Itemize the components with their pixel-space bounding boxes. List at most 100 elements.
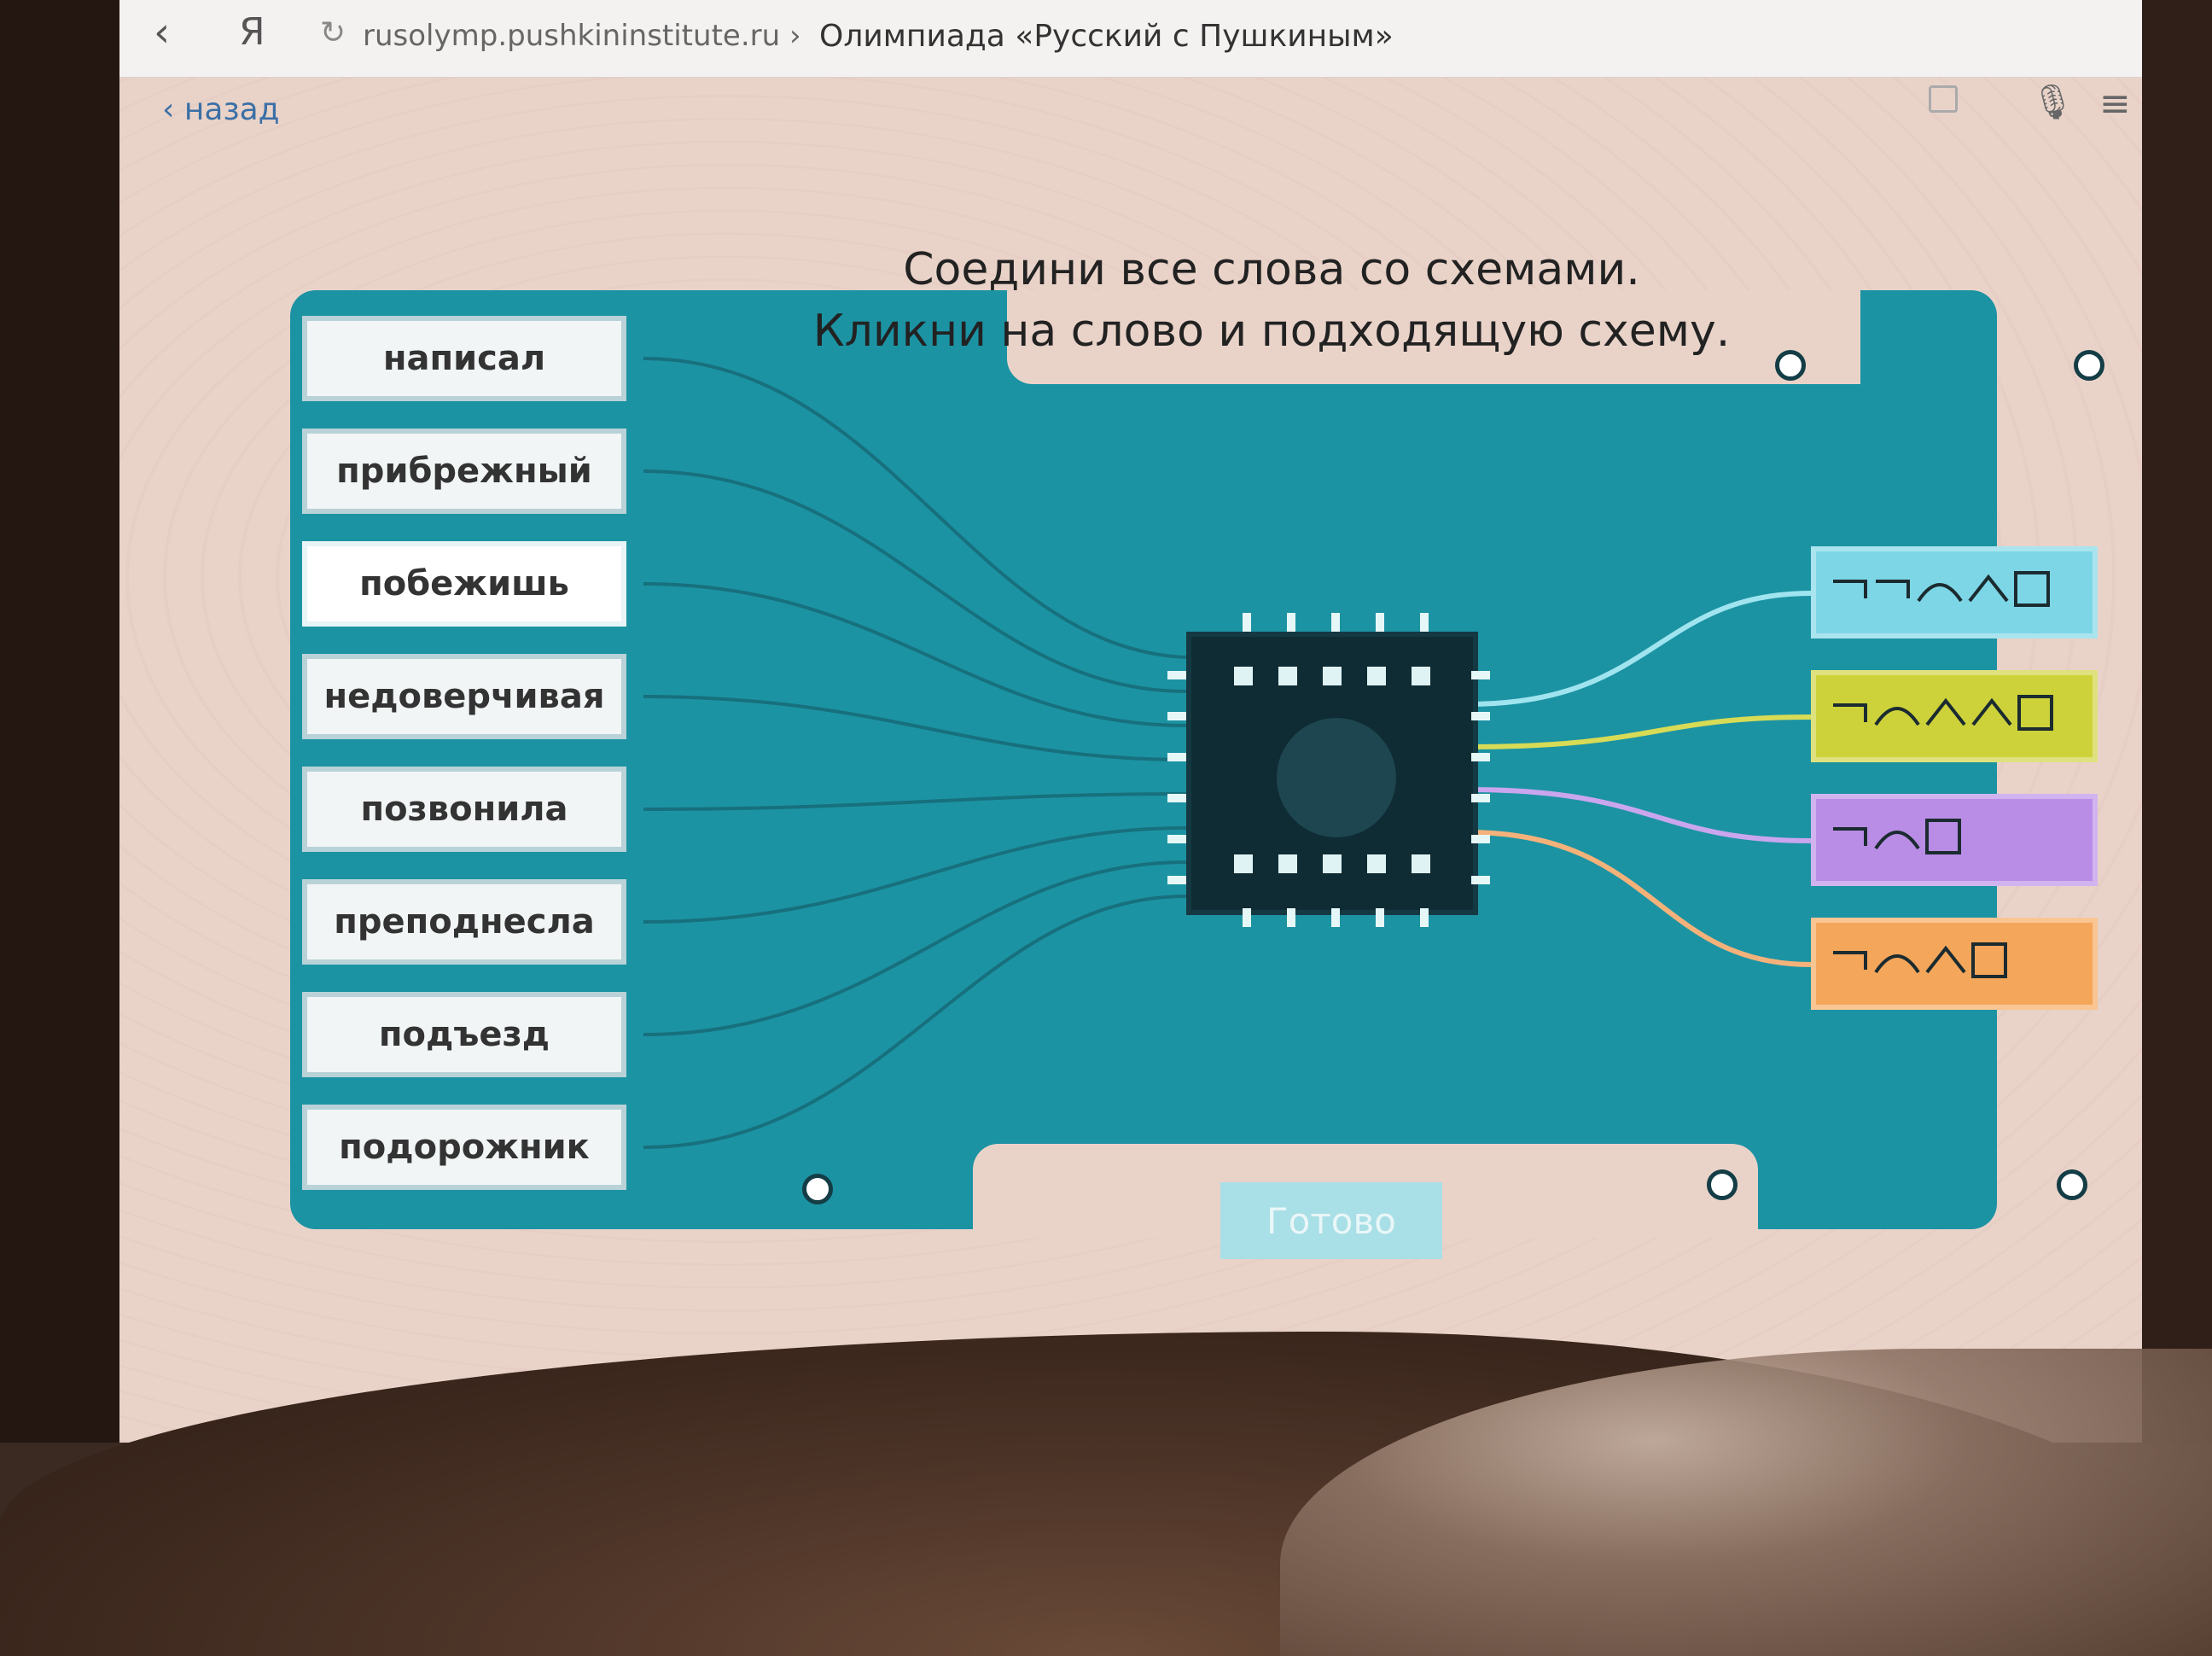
chip-pin (1167, 712, 1186, 720)
root-icon (1874, 831, 1920, 850)
chip-pin (1471, 753, 1490, 761)
scheme-wire-2 (1467, 714, 1812, 749)
suffix-icon (1971, 697, 2012, 726)
mascot-logo-icon (1277, 718, 1396, 837)
wire (643, 582, 1187, 727)
chip-pin (1167, 876, 1186, 884)
processor-chip (1167, 613, 1490, 927)
chip-pad (1278, 667, 1297, 685)
yandex-logo-icon[interactable]: Я (239, 10, 265, 54)
suffix-icon (1968, 574, 2009, 603)
chip-pin (1287, 908, 1295, 927)
chip-pin (1167, 835, 1186, 843)
word-wires (643, 357, 1187, 1149)
wire (643, 860, 1187, 1036)
ending-icon (1925, 819, 1961, 854)
back-link[interactable]: ‹ назад (162, 92, 280, 127)
scheme-wire-3 (1467, 787, 1812, 843)
board-screw (2057, 1169, 2087, 1200)
url-domain[interactable]: rusolymp.pushkininstitute.ru › (363, 19, 801, 53)
morpheme-glyphs (1833, 695, 2053, 731)
board-top-cutout (1007, 290, 1860, 384)
scheme-wire-1 (1467, 591, 1812, 707)
chip-pin (1471, 876, 1490, 884)
chip-pin (1167, 753, 1186, 761)
chip-pin (1471, 712, 1490, 720)
task-instruction: Соедини все слова со схемами. Кликни на … (717, 239, 1826, 362)
chip-pin (1471, 835, 1490, 843)
board-screw (1775, 350, 1806, 381)
chip-pin (1243, 613, 1251, 632)
root-icon (1874, 954, 1920, 974)
morpheme-scheme-2[interactable] (1811, 670, 2098, 762)
chip-pin (1471, 794, 1490, 802)
prefix-icon (1833, 951, 1867, 970)
url-page-title[interactable]: Олимпиада «Русский с Пушкиным» (819, 19, 1394, 54)
morpheme-glyphs (1833, 942, 2007, 978)
board-screw (2074, 350, 2104, 381)
reload-icon[interactable]: ↻ (320, 15, 346, 50)
browser-toolbar: ‹ Я ↻ rusolymp.pushkininstitute.ru › Оли… (119, 0, 2142, 78)
chip-pin (1331, 908, 1340, 927)
suffix-icon (1925, 945, 1966, 974)
chevron-left-icon: ‹ (162, 92, 184, 127)
chip-pad (1234, 667, 1253, 685)
morpheme-scheme-4[interactable] (1811, 918, 2098, 1010)
microphone-icon[interactable]: 🎙 (2031, 83, 2075, 122)
word-item-pozvonila[interactable]: позвонила (302, 767, 626, 852)
circuit-board: написал прибрежный побежишь недоверчивая… (290, 290, 2104, 1259)
chip-pin (1167, 794, 1186, 802)
root-icon (1874, 707, 1920, 726)
ending-icon (2014, 571, 2050, 607)
wires-layer (643, 357, 1812, 1149)
browser-back-icon[interactable]: ‹ (154, 9, 171, 56)
chip-pad (1412, 667, 1430, 685)
chip-pin (1331, 613, 1340, 632)
prefix-icon (1833, 580, 1867, 598)
word-item-prepodnesla[interactable]: преподнесла (302, 879, 626, 965)
done-button[interactable]: Готово (1220, 1182, 1442, 1259)
word-item-napisal[interactable]: написал (302, 316, 626, 401)
prefix-icon (1833, 703, 1867, 722)
chip-pin (1376, 613, 1384, 632)
chip-pin (1243, 908, 1251, 927)
wire (643, 469, 1187, 693)
chip-pin (1287, 613, 1295, 632)
chip-pad (1367, 854, 1386, 873)
word-list: написал прибрежный побежишь недоверчивая… (302, 316, 643, 1217)
wire (643, 895, 1187, 1149)
wire (643, 695, 1187, 761)
prefix-icon (1833, 827, 1867, 846)
menu-icon[interactable]: ≡ (2099, 82, 2131, 125)
scheme-wire-4 (1467, 830, 1812, 967)
wire (643, 357, 1187, 659)
instruction-line-2: Кликни на слово и подходящую схему. (812, 306, 1731, 357)
monitor-bezel-left (0, 0, 119, 1653)
word-item-podorozhnik[interactable]: подорожник (302, 1105, 626, 1190)
chip-pin (1376, 908, 1384, 927)
chip-pin (1471, 671, 1490, 679)
chip-pad (1412, 854, 1430, 873)
lock-icon[interactable] (1929, 85, 1958, 113)
chip-pad (1278, 854, 1297, 873)
morpheme-scheme-3[interactable] (1811, 794, 2098, 886)
back-link-label: назад (183, 92, 280, 127)
morpheme-glyphs (1833, 819, 1961, 854)
chip-pin (1167, 671, 1186, 679)
word-item-podyezd[interactable]: подъезд (302, 992, 626, 1077)
prefix-icon (1876, 580, 1910, 598)
suffix-icon (1925, 697, 1966, 726)
wire (643, 826, 1187, 924)
chip-pad (1323, 667, 1342, 685)
board-screw (1707, 1169, 1738, 1200)
word-item-nedoverchivaya[interactable]: недоверчивая (302, 654, 626, 739)
root-icon (1917, 583, 1963, 603)
morpheme-glyphs (1833, 571, 2050, 607)
word-item-pribrezhny[interactable]: прибрежный (302, 429, 626, 514)
board-screw (802, 1174, 833, 1204)
ending-icon (2017, 695, 2053, 731)
word-item-pobezhish[interactable]: побежишь (302, 541, 626, 627)
chip-pin (1420, 613, 1429, 632)
morpheme-scheme-1[interactable] (1811, 546, 2098, 638)
chip-pad (1367, 667, 1386, 685)
